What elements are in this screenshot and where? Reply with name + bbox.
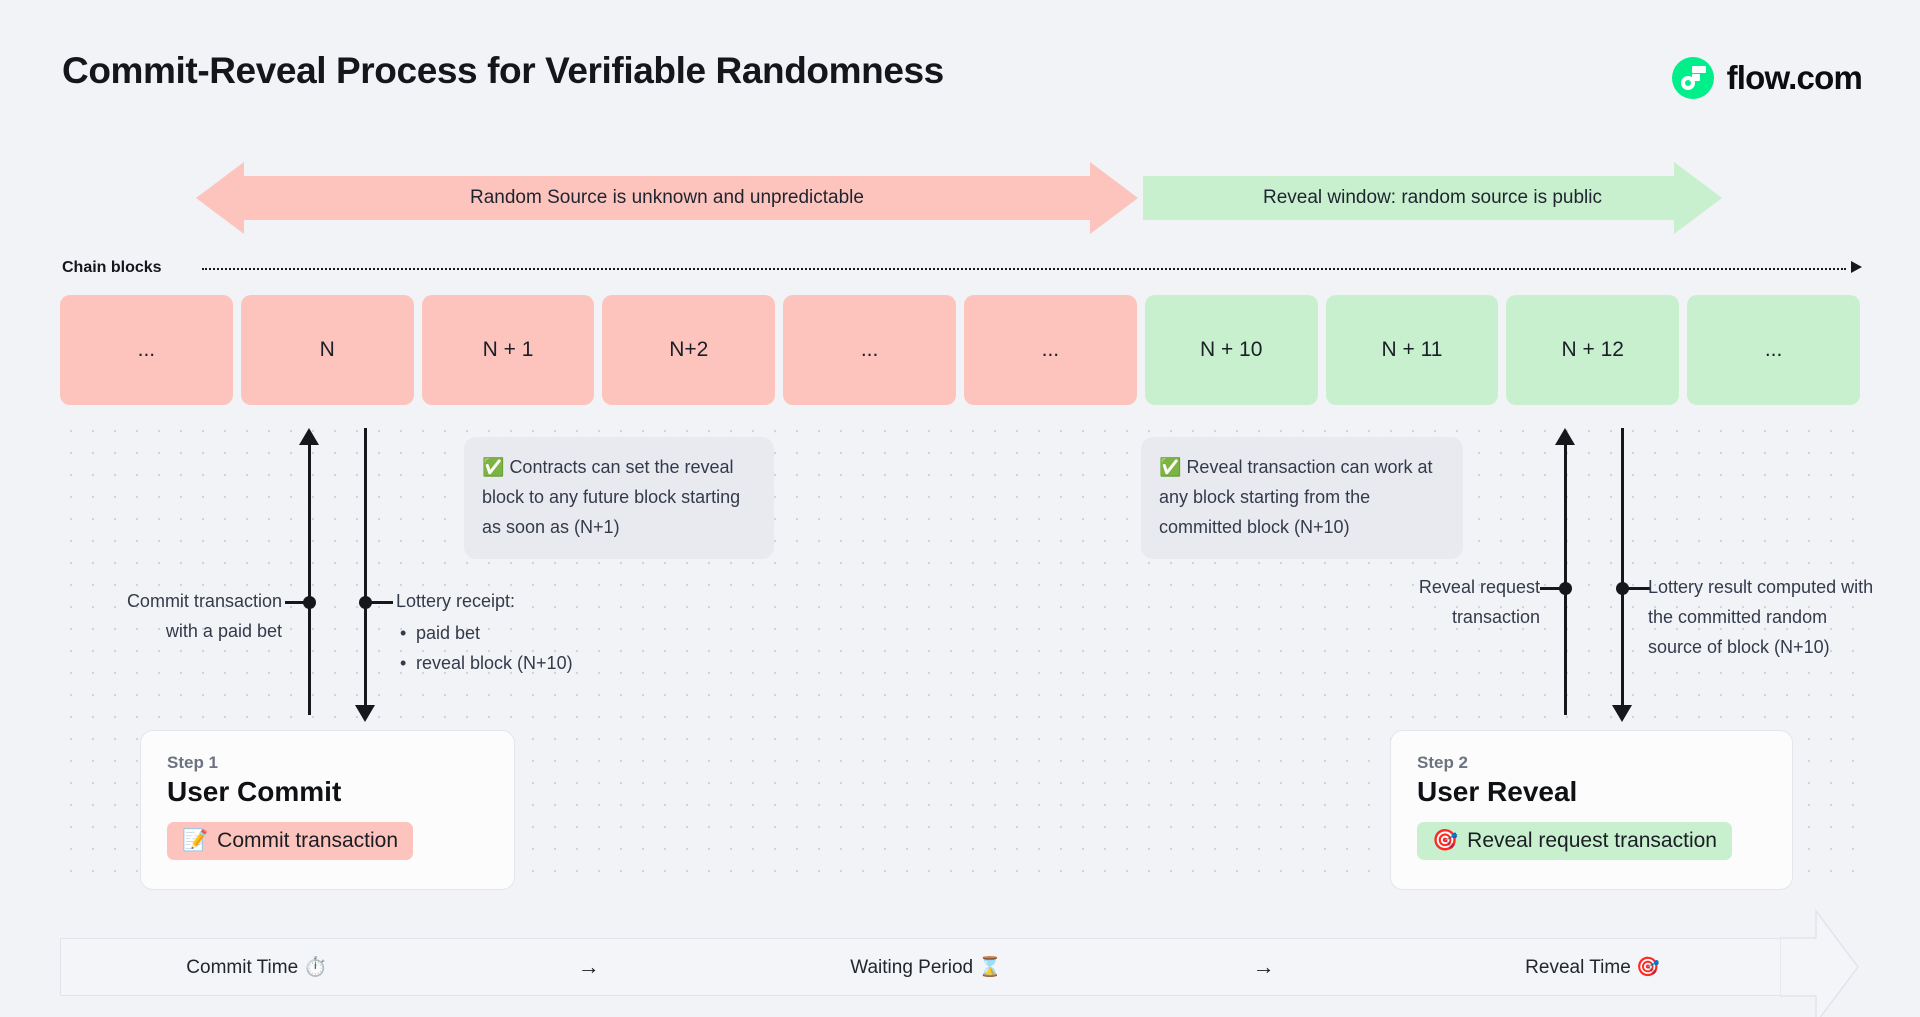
check-mark-button-icon: ✅: [1159, 457, 1182, 477]
step1-kicker: Step 1: [167, 753, 219, 772]
axis-arrow-icon: [1851, 261, 1862, 273]
timeline-separator-icon: →: [577, 954, 600, 979]
flow-mark-icon: [1671, 57, 1714, 99]
arrow-right-head-icon: [1674, 162, 1722, 234]
page-title: Commit-Reveal Process for Verifiable Ran…: [62, 50, 944, 91]
step1-chip-label: Commit transaction: [217, 829, 399, 852]
step2-chip-reveal-request-transaction[interactable]: 🎯 Reveal request transaction: [1417, 822, 1732, 860]
flow-logo: flow.com: [1671, 57, 1863, 99]
direct-hit-icon: 🎯: [1432, 829, 1459, 852]
arrow-right-head-icon: [1090, 162, 1138, 234]
banner-reveal-window: Reveal window: random source is public: [1143, 162, 1722, 234]
step1-chip-commit-transaction[interactable]: 📝 Commit transaction: [167, 822, 414, 860]
chain-block: N+2: [602, 295, 776, 405]
chain-block: N + 12: [1506, 295, 1680, 405]
callout-commit-text: Contracts can set the reveal block to an…: [482, 457, 741, 537]
banner-unknown-label: Random Source is unknown and unpredictab…: [470, 187, 864, 208]
timeline-phase: Reveal Time 🎯: [1525, 957, 1660, 978]
step2-kicker: Step 2: [1417, 753, 1469, 772]
timeline-arrow-icon: [1780, 909, 1860, 1017]
step1-title: User Commit: [167, 776, 342, 807]
phase-timeline: Commit Time ⏱️ → Waiting Period ⌛ → Reveal T…: [60, 909, 1860, 1017]
chain-block: ...: [60, 295, 233, 405]
receipt-item-list: paid betreveal block (N+10): [396, 618, 666, 678]
chain-block: N + 10: [1144, 295, 1318, 405]
annotation-reveal-request: Reveal request transaction: [1418, 577, 1540, 627]
arrow-left-head-icon: [196, 162, 244, 234]
callout-reveal-note: ✅ Reveal transaction can work at any blo…: [1141, 437, 1463, 559]
annotation-commit-transaction: Commit transaction with a paid bet: [126, 591, 282, 641]
banner-reveal-label: Reveal window: random source is public: [1263, 187, 1602, 208]
phase-banners: Random Source is unknown and unpredictab…: [0, 160, 1920, 240]
annotation-lottery-receipt: Lottery receipt: paid betreveal block (N…: [396, 586, 666, 678]
chain-block: ...: [963, 295, 1137, 405]
axis-dotted-line: [202, 268, 1846, 270]
timeline-phase: Commit Time ⏱️: [186, 957, 328, 978]
step2-title: User Reveal: [1417, 776, 1578, 807]
chain-block: ...: [783, 295, 956, 405]
chain-block: N + 11: [1325, 295, 1499, 405]
receipt-item: paid bet: [396, 618, 666, 648]
annotation-lottery-result: Lottery result computed with the committ…: [1648, 577, 1874, 657]
callout-reveal-text: Reveal transaction can work at any block…: [1159, 457, 1433, 537]
callout-commit-note: ✅ Contracts can set the reveal block to …: [464, 437, 774, 559]
chain-block: N + 1: [421, 295, 595, 405]
brand-name: flow.com: [1726, 59, 1863, 96]
chain-blocks-axis: Chain blocks: [62, 256, 1862, 282]
chain-blocks-label: Chain blocks: [62, 259, 162, 276]
timeline-phase: Waiting Period ⌛: [850, 957, 1003, 978]
chain-block: N: [240, 295, 414, 405]
step-card-user-commit: Step 1 User Commit 📝 Commit transaction: [140, 730, 515, 890]
memo-icon: 📝: [182, 829, 209, 852]
step2-chip-label: Reveal request transaction: [1467, 829, 1717, 852]
receipt-title: Lottery receipt:: [396, 591, 516, 611]
banner-unknown-window: Random Source is unknown and unpredictab…: [196, 162, 1138, 234]
check-mark-button-icon: ✅: [482, 457, 505, 477]
receipt-item: reveal block (N+10): [396, 648, 666, 678]
step-card-user-reveal: Step 2 User Reveal 🎯 Reveal request tran…: [1390, 730, 1793, 890]
timeline-separator-icon: →: [1252, 954, 1275, 979]
chain-block: ...: [1687, 295, 1860, 405]
